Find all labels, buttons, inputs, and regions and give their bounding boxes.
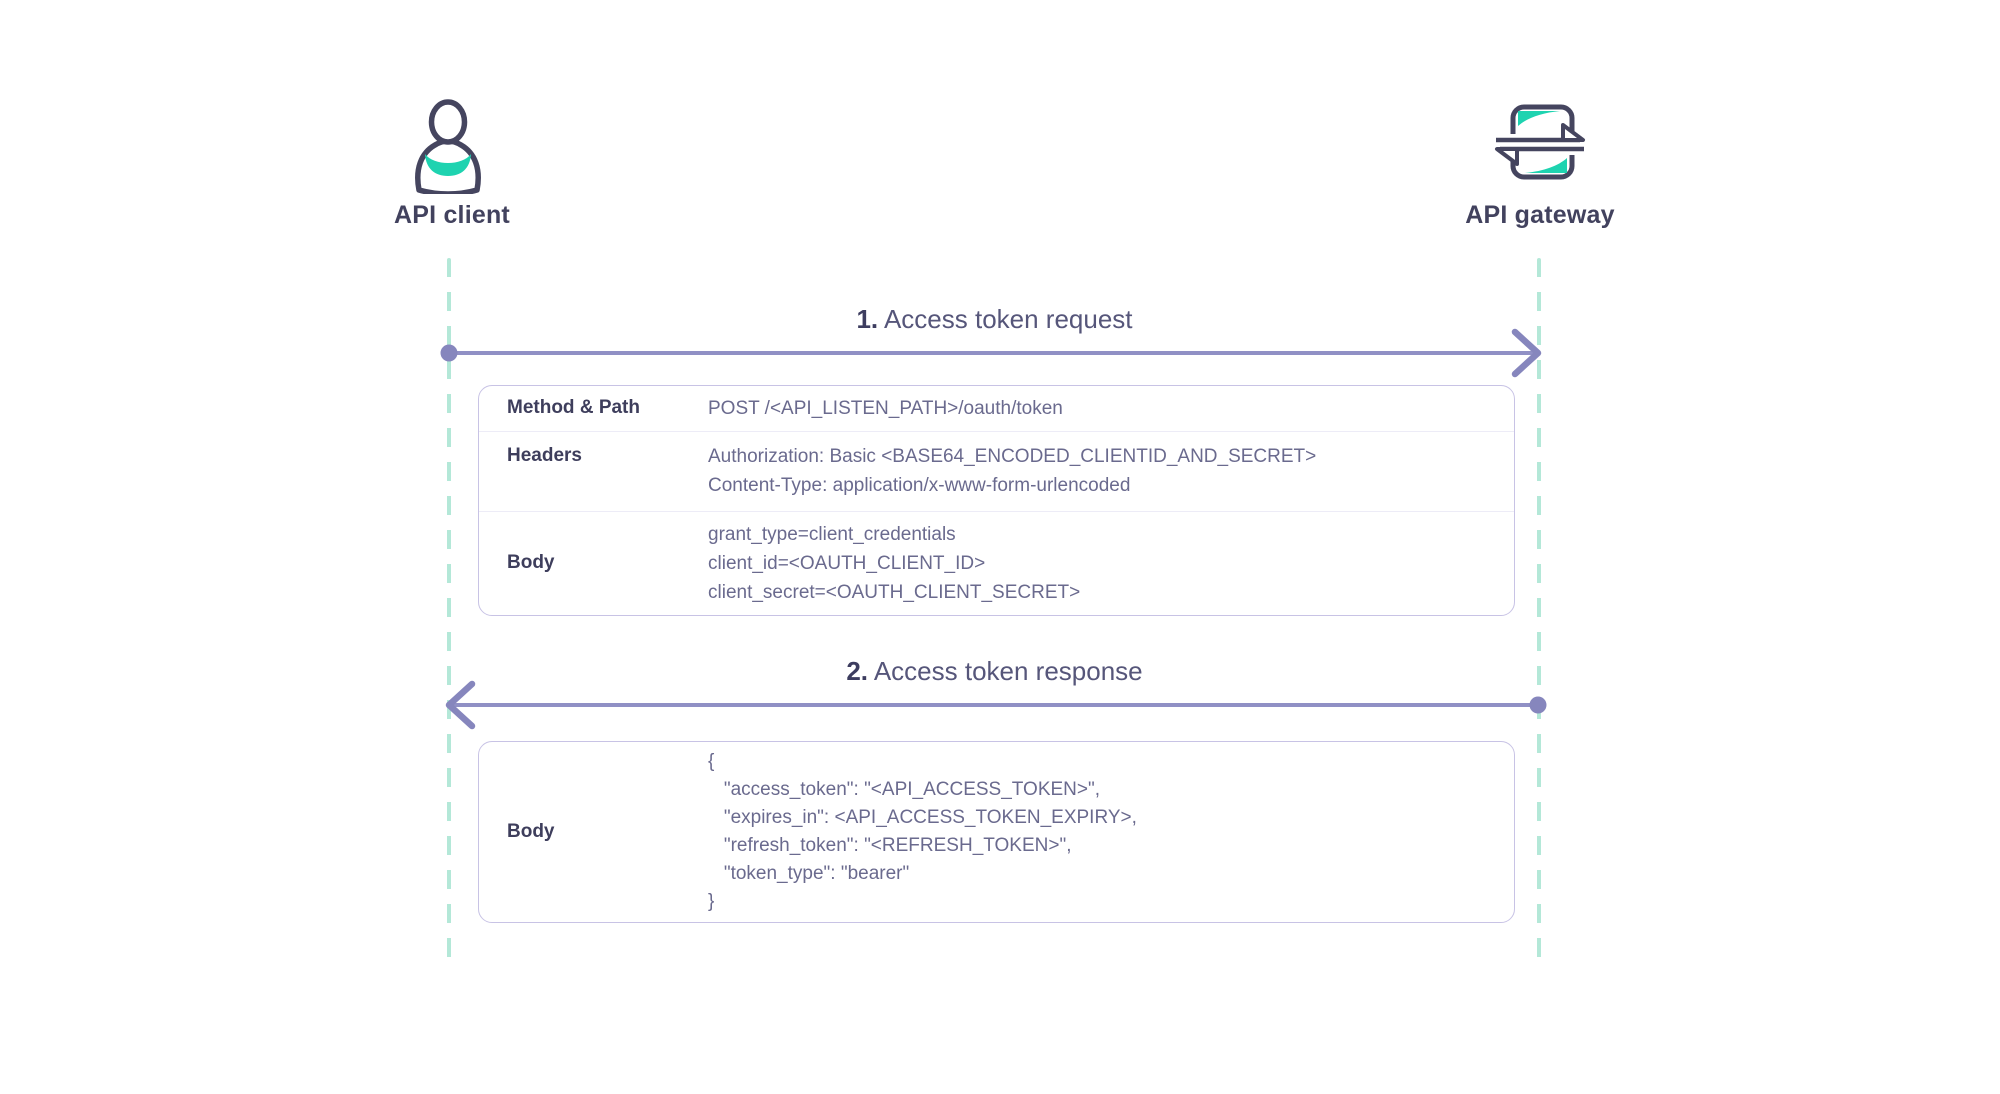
user-icon bbox=[415, 99, 481, 194]
lifeline-api-client bbox=[447, 258, 451, 959]
message-2-title: Access token response bbox=[873, 656, 1143, 686]
row-value: { "access_token": "<API_ACCESS_TOKEN>", … bbox=[708, 750, 1137, 912]
actor-api-gateway-label: API gateway bbox=[1465, 201, 1615, 229]
message-2-number: 2. bbox=[846, 656, 869, 686]
lifeline-api-gateway bbox=[1537, 258, 1541, 959]
api-gateway-icon bbox=[1495, 104, 1585, 180]
row-label: Method & Path bbox=[507, 397, 640, 419]
table-row-body: Body grant_type=client_credentials clien… bbox=[479, 510, 1514, 615]
message-1-number: 1. bbox=[856, 304, 879, 334]
row-label: Body bbox=[507, 552, 555, 574]
row-value: POST /<API_LISTEN_PATH>/oauth/token bbox=[708, 397, 1063, 419]
arrow-access-token-request bbox=[440, 328, 1542, 378]
table-row-body: Body { "access_token": "<API_ACCESS_TOKE… bbox=[479, 742, 1514, 921]
actor-api-client-label: API client bbox=[394, 201, 510, 229]
row-value: grant_type=client_credentials client_id=… bbox=[708, 523, 1081, 603]
request-details-table: Method & Path POST /<API_LISTEN_PATH>/oa… bbox=[478, 385, 1515, 616]
table-row-method-path: Method & Path POST /<API_LISTEN_PATH>/oa… bbox=[479, 386, 1514, 431]
response-details-table: Body { "access_token": "<API_ACCESS_TOKE… bbox=[478, 741, 1515, 923]
row-label: Headers bbox=[507, 444, 582, 466]
message-1-title: Access token request bbox=[883, 304, 1133, 334]
table-row-headers: Headers Authorization: Basic <BASE64_ENC… bbox=[479, 430, 1514, 511]
message-1-label: 1. Access token request bbox=[449, 304, 1540, 335]
row-value: Authorization: Basic <BASE64_ENCODED_CLI… bbox=[708, 446, 1317, 497]
row-label: Body bbox=[507, 820, 555, 842]
arrow-access-token-response bbox=[445, 680, 1547, 730]
message-2-label: 2. Access token response bbox=[449, 656, 1540, 687]
